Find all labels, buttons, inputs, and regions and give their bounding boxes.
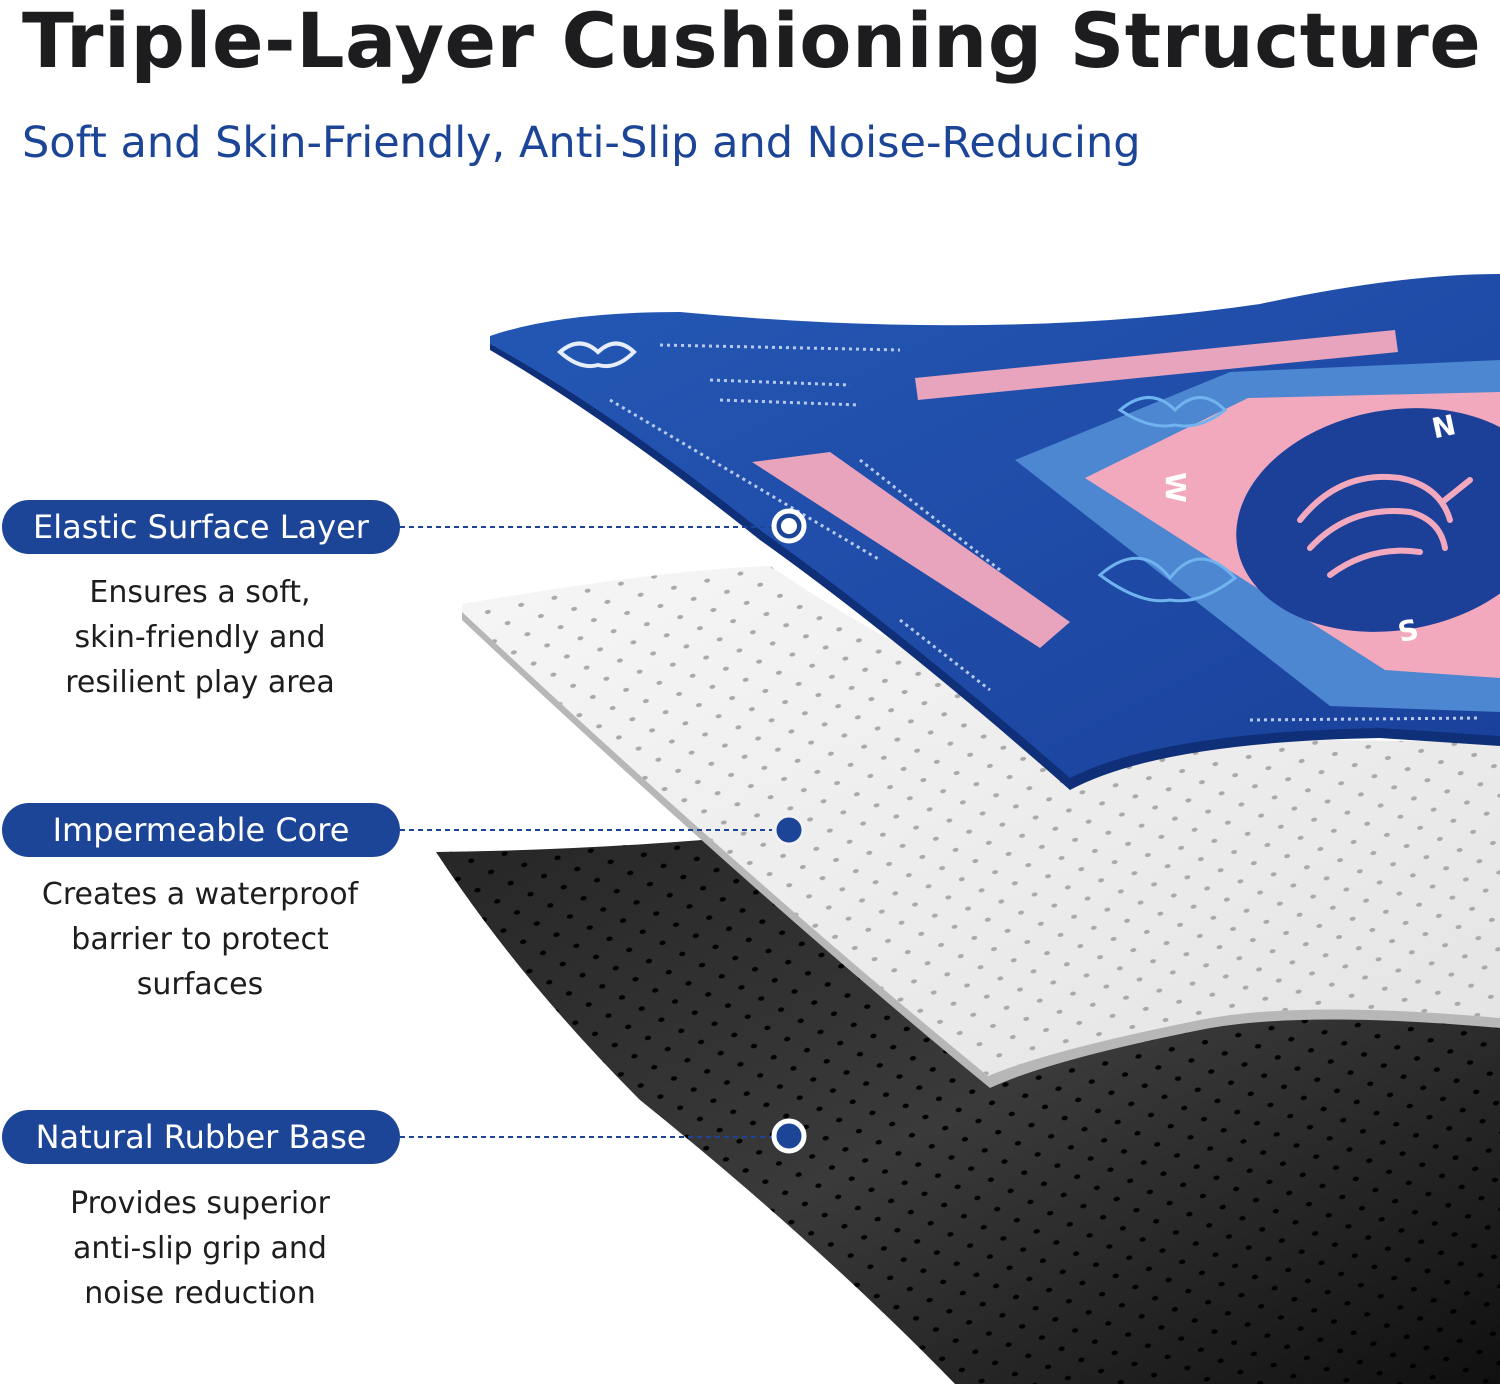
desc-elastic-surface-layer: Ensures a soft, skin-friendly and resili… — [65, 575, 335, 700]
core-solid-marker — [773, 814, 805, 846]
compass-west: W — [1159, 472, 1192, 503]
printed-rules-text — [609, 343, 1481, 722]
page-subtitle: Soft and Skin-Friendly, Anti-Slip and No… — [22, 118, 1141, 168]
corner-flower-icon — [556, 341, 637, 369]
desc-natural-rubber-base: Provides superior anti-slip grip and noi… — [70, 1186, 330, 1311]
impermeable-core-layer — [462, 566, 1500, 1088]
label-impermeable-core: Impermeable Core — [2, 803, 400, 857]
label-elastic-surface-layer: Elastic Surface Layer — [2, 500, 400, 554]
page-title: Triple-Layer Cushioning Structure — [22, 0, 1482, 85]
elastic-surface-layer: N W S — [490, 274, 1500, 790]
desc-impermeable-core: Creates a waterproof barrier to protect … — [41, 877, 359, 1002]
base-ring-marker — [771, 1118, 807, 1154]
callout-leaders — [400, 508, 807, 1154]
rubber-base-layer — [436, 835, 1500, 1384]
phoenix-emblem-icon — [1297, 474, 1473, 578]
label-natural-rubber-base: Natural Rubber Base — [2, 1110, 400, 1164]
lotus-decoration-icon — [1097, 396, 1238, 603]
